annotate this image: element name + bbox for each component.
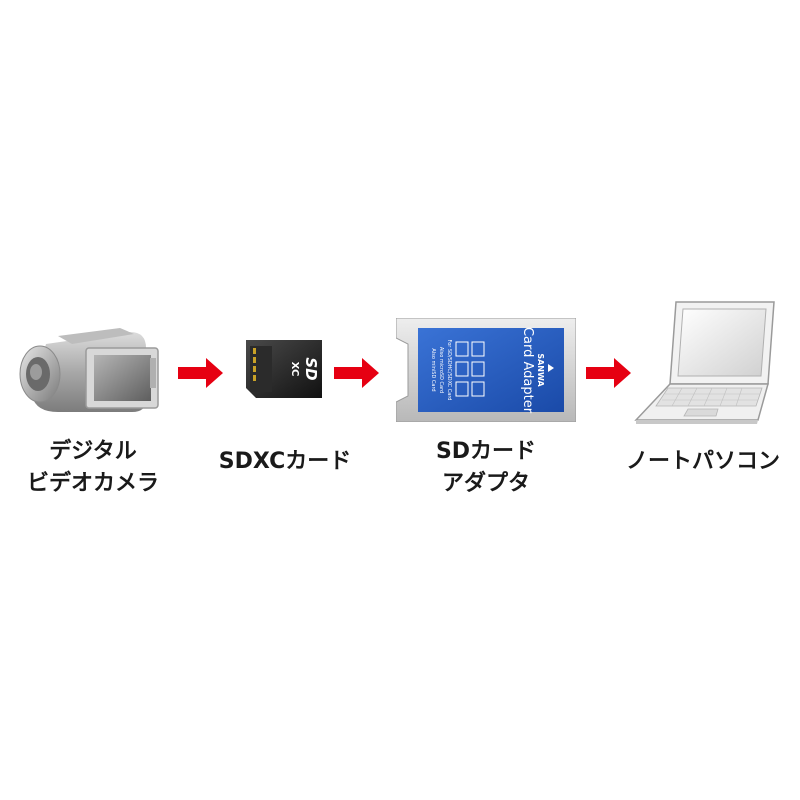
sd-card-adapter-icon: SANWA Card Adapter For SD/SDHC/SDXC Card… xyxy=(395,317,577,423)
adapter-fine-print: For SD/SDHC/SDXC Card xyxy=(446,340,452,401)
sdxc-card-icon: SD XC xyxy=(246,340,322,398)
label-line: ノートパソコン xyxy=(625,449,780,474)
adapter-fine-print: Also microSD Card xyxy=(438,347,444,393)
video-camera-icon xyxy=(18,318,168,418)
label-line: デジタル xyxy=(49,439,137,464)
label-line: ビデオカメラ xyxy=(26,471,159,496)
laptop-icon xyxy=(632,298,782,428)
sd-xc-text: XC xyxy=(289,362,300,377)
label-line: SDXCカード xyxy=(218,449,352,474)
step-label-video-camera: デジタル ビデオカメラ xyxy=(13,436,173,500)
step-label-sdxc-card: SDXCカード xyxy=(200,446,370,478)
label-line: SDカード xyxy=(435,439,537,464)
step-label-laptop: ノートパソコン xyxy=(618,446,788,478)
label-line: アダプタ xyxy=(441,471,530,496)
adapter-brand-text: SANWA xyxy=(536,353,545,387)
arrow-right-icon xyxy=(178,357,224,393)
sd-logo-text: SD xyxy=(302,357,320,380)
arrow-right-icon xyxy=(586,357,632,393)
arrow-right-icon xyxy=(334,357,380,393)
adapter-title-text: Card Adapter xyxy=(520,327,535,414)
adapter-fine-print: Also miniSD Card xyxy=(430,348,436,391)
step-label-sd-adapter: SDカード アダプタ xyxy=(406,436,566,500)
